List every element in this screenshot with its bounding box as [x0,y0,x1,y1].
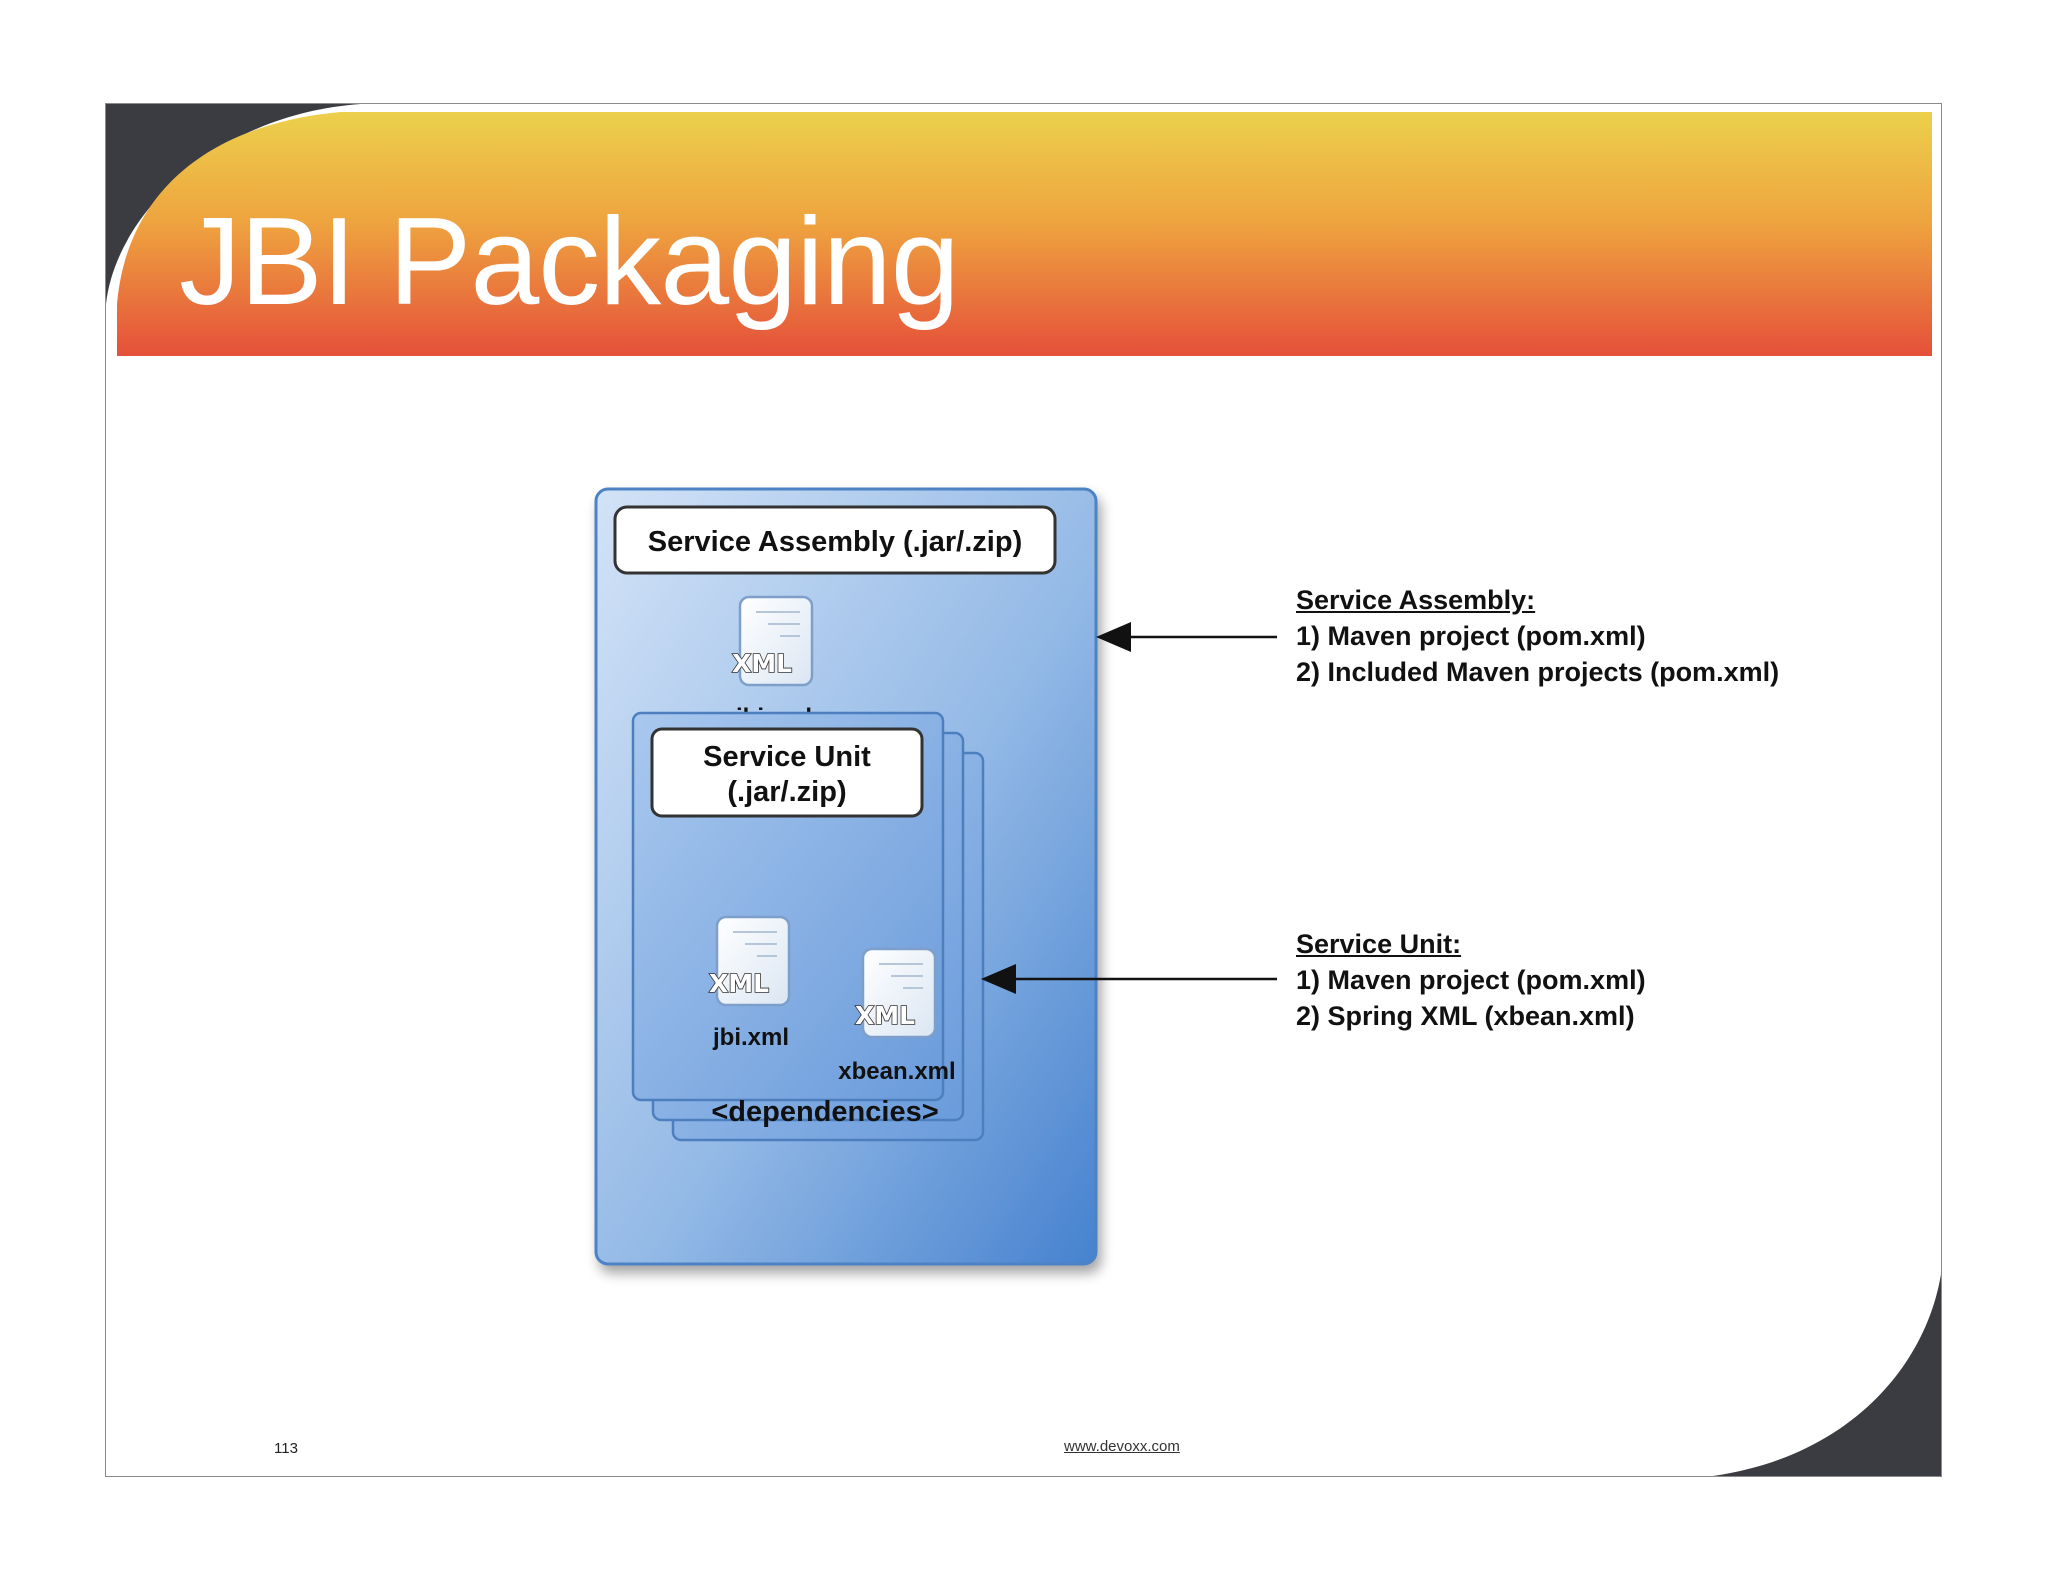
su-xbean-xml-caption: xbean.xml [838,1058,955,1085]
corner-dark-bottom-right [1712,1274,1941,1476]
service-unit-label-box [650,727,924,818]
service-assembly-note-line: 2) Included Maven projects (pom.xml) [1296,657,1780,687]
svg-text:XML: XML [709,969,769,998]
service-unit-label-line2: (.jar/.zip) [727,776,846,808]
svg-text:XML: XML [732,649,792,678]
svg-text:XML: XML [855,1001,915,1030]
service-assembly-note-heading: Service Assembly: [1296,585,1536,615]
corner-dark-top-left [106,104,361,304]
footer-link[interactable]: www.devoxx.com [1064,1438,1180,1455]
service-unit-note-line: 1) Maven project (pom.xml) [1296,965,1646,995]
service-unit-note: Service Unit: 1) Maven project (pom.xml)… [1296,926,1646,1034]
service-unit-note-line: 2) Spring XML (xbean.xml) [1296,1001,1635,1031]
header-band [117,112,1932,356]
su-jbi-xml-caption: jbi.xml [712,1024,789,1051]
dependencies-label: <dependencies> [711,1096,938,1128]
jbi-packaging-diagram: Service Assembly (.jar/.zip) XML jbi.xml… [594,487,1277,1266]
service-assembly-note-line: 1) Maven project (pom.xml) [1296,621,1646,651]
service-assembly-label-box [613,505,1057,575]
service-assembly-note: Service Assembly: 1) Maven project (pom.… [1296,582,1779,690]
su-jbi-xml-icon: XML [708,915,791,1007]
su-xbean-xml-icon: XML [854,947,937,1039]
slide-decoration [106,104,1941,1476]
service-assembly-label: Service Assembly (.jar/.zip) [648,526,1022,558]
slide: JBI Packaging [105,103,1942,1477]
slide-number: 113 [274,1440,298,1457]
service-unit-label-line1: Service Unit [703,741,871,773]
slide-title: JBI Packaging [179,193,960,331]
service-unit-note-heading: Service Unit: [1296,929,1462,959]
sa-jbi-xml-icon: XML [731,595,814,687]
